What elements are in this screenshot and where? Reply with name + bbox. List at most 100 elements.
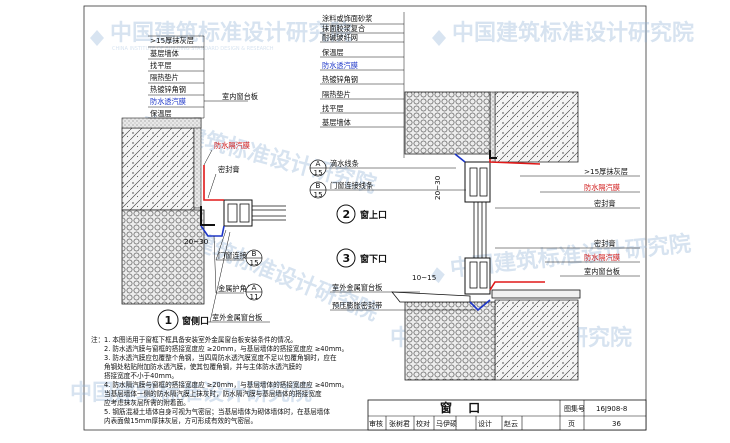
detail-2-3-head-sill: 涂料或饰面砂浆 抹面胶浆复合 耐碱玻纤网 保温层 防水透汽膜 热镀锌角钢 隔热垫… <box>309 12 640 381</box>
detail-1-layer-labels: >15厚抹灰层 基层墙体 找平层 隔热垫片 热镀锌角钢 防水透汽膜 保温层 <box>148 35 204 118</box>
layer-label: 找平层 <box>150 61 172 70</box>
layer-label: 防水透汽膜 <box>150 97 186 106</box>
dimension-label: 10~15 <box>412 273 436 282</box>
ref-circle-bottom: 15 <box>314 168 323 177</box>
outer-sill-label: 室外金属窗台板 <box>212 313 262 322</box>
door-strip-label: 门窗连接线条 <box>330 181 373 190</box>
ref-circle-bottom: 15 <box>250 258 259 267</box>
corner-strip-label: 金属护角线条 <box>218 284 261 293</box>
outer-sill-label: 室外金属窗台板 <box>332 283 382 292</box>
ref-circle-top: A <box>316 159 321 168</box>
detail-title: 窗上口 <box>360 209 387 221</box>
insulation-block <box>404 91 491 155</box>
ref-circle-bottom: 11 <box>250 292 259 301</box>
vapour-barrier-label: 防水隔汽膜 <box>584 253 620 262</box>
note-line: 当基层墙体一侧的防水隔汽膜上抹灰时，防水隔汽膜与基层墙体的搭接宽度 <box>104 389 322 398</box>
breathable-membrane-line <box>200 225 225 237</box>
foam-tape-label: 预压膨胀密封带 <box>332 301 382 310</box>
page-label: 页 <box>568 420 575 428</box>
outer-metal-sill <box>391 291 471 303</box>
plaster-layer <box>193 117 202 209</box>
detail-number: 3 <box>343 252 351 265</box>
insulation-block <box>121 209 205 305</box>
vapour-barrier-line <box>489 281 545 291</box>
base-wall <box>494 91 579 163</box>
sealant-label: 密封膏 <box>594 239 616 248</box>
detail-title: 窗侧口 <box>182 315 209 327</box>
door-strip-label: 门窗连接线条 <box>218 251 261 260</box>
angle-steel <box>200 206 215 226</box>
ref-circle-bottom: 15 <box>314 190 323 199</box>
design-label: 设计 <box>478 419 492 428</box>
design-name: 赵云 <box>504 419 518 428</box>
note-line: 3. 防水透汽膜应包覆整个角钢，当四周防水透汽膜宽度不足以包覆角钢时，应在 <box>104 353 337 362</box>
inner-sill-label: 室内窗台板 <box>222 92 258 101</box>
layer-label: >15厚抹灰层 <box>150 36 194 45</box>
layer-label: 基层墙体 <box>322 118 351 127</box>
title-block: 窗 口 图集号 16J908-8 审核 张树君 校对 马伊硕 设计 赵云 页 3… <box>367 399 647 431</box>
layer-label: 找平层 <box>322 104 344 113</box>
detail-1-title: 1 窗侧口 <box>157 309 209 331</box>
atlas-label: 图集号 <box>564 404 585 413</box>
sheet-border <box>83 5 647 431</box>
inner-sill-board <box>491 289 581 299</box>
atlas-number: 16J908-8 <box>596 405 627 413</box>
ref-circle-a: A 15 <box>309 159 327 177</box>
base-wall <box>494 299 579 381</box>
note-line: 5. 钢筋混凝土墙体自身可视为气密层；当基层墙体为砌体墙体时，在基层墙体 <box>104 407 330 416</box>
note-line: 搭接宽度不小于40mm。 <box>104 371 178 380</box>
ref-circle-top: B <box>316 181 321 190</box>
notes-block: 注： 1. 本图适用于窗框下框具备安装室外金属窗台板安装条件的情况。 2. 防水… <box>91 335 348 425</box>
layer-label: 保温层 <box>150 109 172 118</box>
inner-sill-label: 室内窗台板 <box>584 267 620 276</box>
sealant-label: 密封膏 <box>218 165 240 174</box>
layer-label: 抹面胶浆复合 <box>322 24 365 33</box>
page-number: 36 <box>612 420 621 428</box>
layer-label: 保温层 <box>322 48 344 57</box>
angle-steel <box>489 150 497 159</box>
layer-label: 热镀锌角钢 <box>150 85 186 94</box>
dimension-label: 20~30 <box>184 237 209 246</box>
note-line: 应考虑抹灰层所需的附着面。 <box>104 398 190 407</box>
breathable-membrane-line <box>469 299 491 312</box>
detail-2-right-labels: >15厚抹灰层 防水隔汽膜 密封膏 <box>495 167 640 209</box>
ref-circle-top: B <box>252 249 257 258</box>
sealant-label: 密封膏 <box>594 199 616 208</box>
detail-number: 2 <box>343 208 351 221</box>
layer-label: 基层墙体 <box>150 49 179 58</box>
note-line: 角钢处粘贴附加防水透汽膜，使其包覆角钢，并与主体防水透汽膜的 <box>104 362 302 371</box>
review-name: 张树君 <box>389 419 410 428</box>
note-line: 2. 防水透汽膜与窗框的搭接宽度应 ≥20mm，与基层墙体的搭接宽度应 ≥40m… <box>104 344 348 353</box>
ref-circle-a: A 11 <box>245 283 263 301</box>
detail-3-title: 3 窗下口 <box>336 248 387 268</box>
ref-circle-b: B 15 <box>309 181 327 199</box>
note-line: 4. 防水隔汽膜与窗框的搭接宽度应 ≥20mm，与基层墙体的搭接宽度应 ≥40m… <box>104 380 348 389</box>
detail-title: 窗下口 <box>360 253 387 265</box>
watermark-text: 中国建筑标准设计研究院 <box>110 20 352 46</box>
watermark-text: 中国建筑标准设计研究院 <box>70 380 312 406</box>
watermark-text: 中国建筑标准设计研究院 <box>452 20 694 46</box>
notes-lead: 注： <box>91 335 104 344</box>
detail-1-jamb: >15厚抹灰层 基层墙体 找平层 隔热垫片 热镀锌角钢 防水透汽膜 保温层 室内… <box>121 35 286 331</box>
plaster-label: >15厚抹灰层 <box>584 167 628 176</box>
layer-label: 耐碱玻纤网 <box>322 33 358 42</box>
vapour-barrier-label: 防水隔汽膜 <box>584 183 620 192</box>
layer-label: 防水透汽膜 <box>322 61 358 70</box>
window-frame <box>223 199 286 227</box>
ref-circle-b: B 15 <box>245 249 263 267</box>
detail-3-right-labels: 密封膏 防水隔汽膜 室内窗台板 <box>495 239 640 277</box>
dimension-label: 20~30 <box>433 175 442 200</box>
watermark-subtext: CHINA INSTITUTE OF BUILDING STANDARD DES… <box>112 46 274 52</box>
layer-label: 隔热垫片 <box>150 73 179 82</box>
note-line: 1. 本图适用于窗框下框具备安装室外金属窗台板安装条件的情况。 <box>104 335 297 344</box>
check-label: 校对 <box>416 419 430 428</box>
detail-number: 1 <box>165 314 173 327</box>
plaster-layer <box>121 117 202 129</box>
drip-label: 滴水线条 <box>330 159 359 168</box>
layer-label: 热镀锌角钢 <box>322 75 358 84</box>
detail-2-layer-labels: 涂料或饰面砂浆 抹面胶浆复合 耐碱玻纤网 保温层 防水透汽膜 热镀锌角钢 隔热垫… <box>320 12 405 158</box>
title-block-title: 窗 口 <box>440 400 486 415</box>
check-name: 马伊硕 <box>436 419 457 428</box>
breathable-membrane-line <box>454 153 466 163</box>
